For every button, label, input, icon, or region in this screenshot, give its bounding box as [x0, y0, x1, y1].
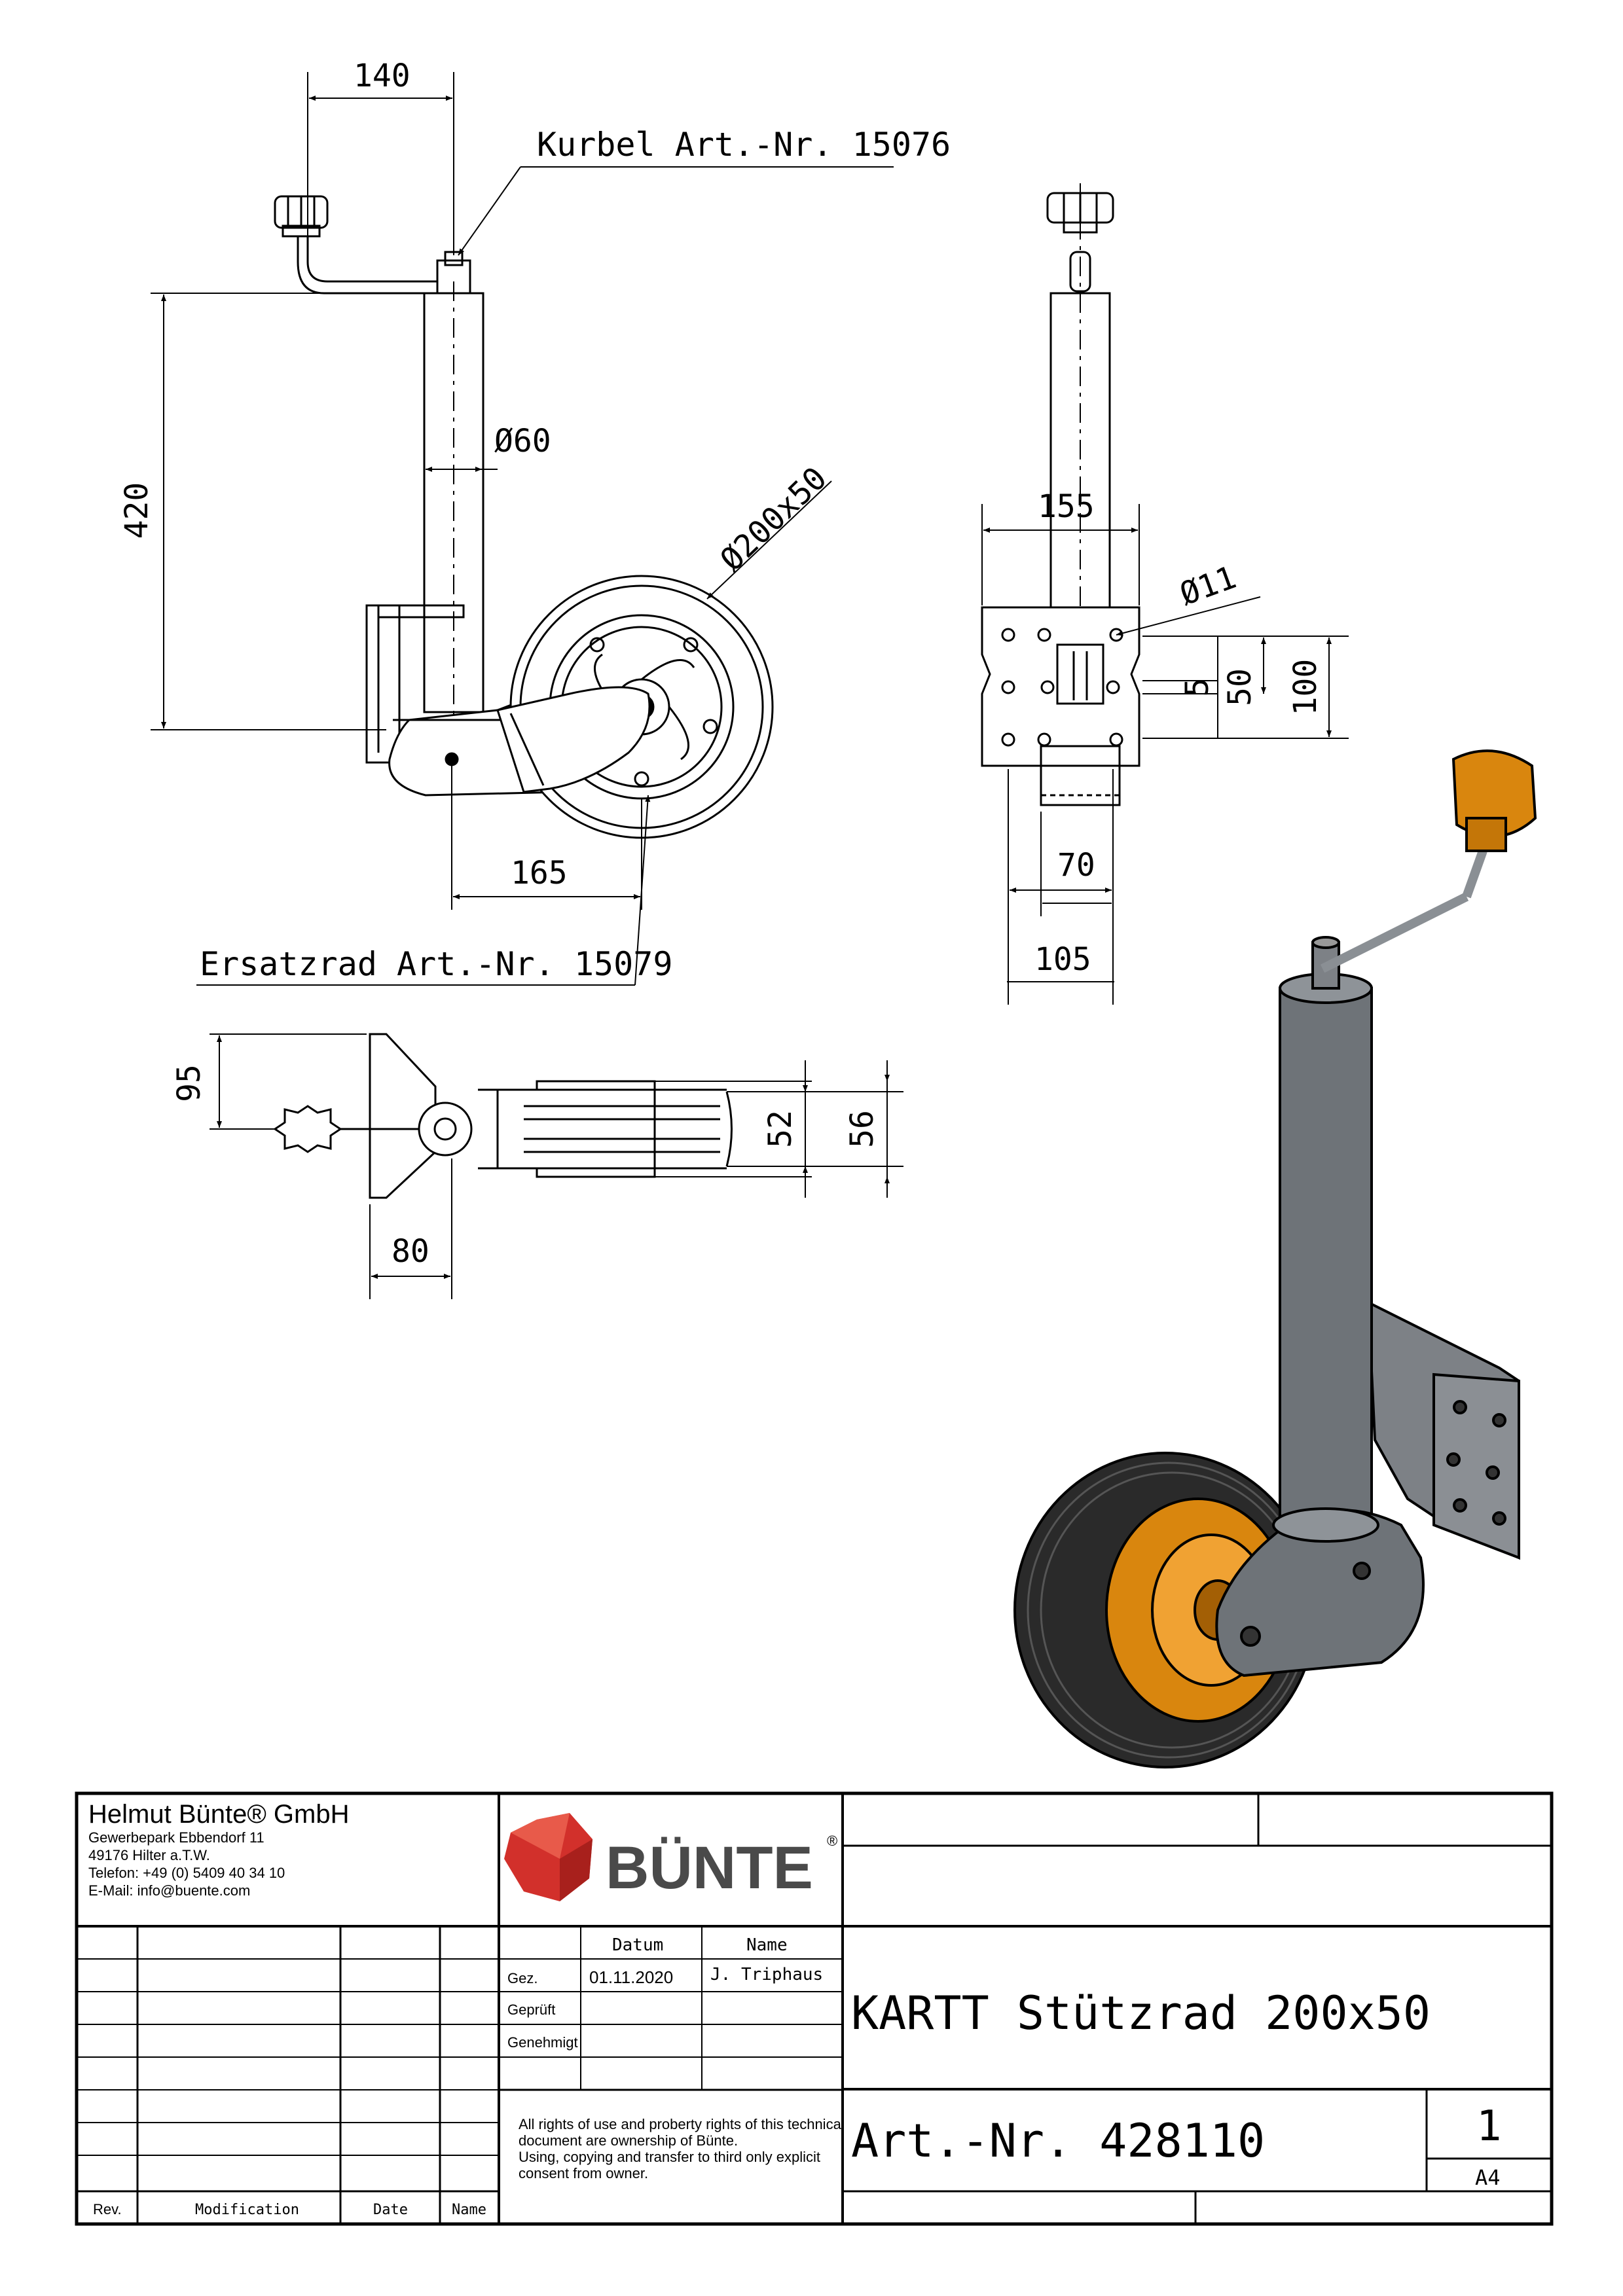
rights-line-4: consent from owner. — [519, 2165, 648, 2181]
dim-95: 95 — [171, 1064, 208, 1102]
logo-text: BÜNTE — [606, 1835, 813, 1901]
dim-420: 420 — [119, 482, 155, 539]
dim-105: 105 — [1034, 941, 1091, 978]
revision-labels: Rev. Modification Date Name — [93, 2201, 486, 2218]
kurbel-callout: Kurbel Art.-Nr. 15076 — [537, 126, 951, 164]
row-genehmigt: Genehmigt — [507, 2034, 578, 2051]
gez-name: J. Triphaus — [710, 1965, 823, 1984]
top-view-dim-text: 95 80 52 56 — [171, 1064, 881, 1270]
rights-line-3: Using, copying and transfer to third onl… — [519, 2149, 820, 2165]
dim-155: 155 — [1038, 488, 1095, 525]
front-view-dim-text: 155 Ø11 50 5 100 70 105 — [1034, 488, 1324, 978]
dim-70: 70 — [1057, 847, 1095, 884]
ersatzrad-callout: Ersatzrad Art.-Nr. 15079 — [200, 945, 672, 983]
approvals-table: Datum Name Gez. Geprüft Genehmigt 01.11.… — [507, 1935, 845, 2181]
dim-5: 5 — [1179, 678, 1216, 697]
address-phone: Telefon: +49 (0) 5409 40 34 10 — [88, 1865, 285, 1881]
side-view-dimensions — [151, 72, 894, 986]
dim-56: 56 — [844, 1110, 881, 1148]
top-view-dimensions — [210, 1033, 903, 1299]
rights-line-2: document are ownership of Bünte. — [519, 2132, 738, 2149]
dim-165: 165 — [511, 855, 568, 891]
dim-140: 140 — [354, 58, 410, 94]
dim-diameter-60: Ø60 — [494, 423, 551, 459]
logo-registered: ® — [827, 1833, 837, 1849]
date-label: Date — [373, 2202, 408, 2218]
dim-80: 80 — [392, 1233, 429, 1270]
isometric-render — [1013, 749, 1537, 1768]
sheet-number: 1 — [1476, 2102, 1502, 2151]
col-datum: Datum — [612, 1935, 663, 1955]
company-name: Helmut Bünte® GmbH — [88, 1800, 350, 1829]
company-info: Helmut Bünte® GmbH Gewerbepark Ebbendorf… — [88, 1800, 350, 1899]
side-view-dim-text: 140 420 Ø60 Ø200x50 165 Kurbel Art.-Nr. … — [119, 58, 951, 983]
front-view-dimensions — [981, 504, 1349, 1005]
row-gez: Gez. — [507, 1970, 538, 1986]
dim-100: 100 — [1287, 659, 1324, 716]
crank-knob — [274, 195, 329, 238]
address-email: E-Mail: info@buente.com — [88, 1882, 250, 1899]
modification-label: Modification — [195, 2202, 299, 2218]
dim-50: 50 — [1222, 668, 1258, 706]
title-block — [75, 1791, 1554, 2226]
front-view — [981, 183, 1140, 806]
rev-label: Rev. — [93, 2201, 122, 2217]
top-view — [273, 1033, 733, 1199]
dim-52: 52 — [762, 1110, 799, 1148]
col-name: Name — [746, 1935, 788, 1955]
row-geprueft: Geprüft — [507, 2001, 555, 2018]
address-line-2: 49176 Hilter a.T.W. — [88, 1847, 210, 1863]
dim-wheel-diameter: Ø200x50 — [713, 460, 833, 579]
paper-format: A4 — [1475, 2165, 1501, 2190]
address-line-1: Gewerbepark Ebbendorf 11 — [88, 1829, 264, 1846]
rights-line-1: All rights of use and proberty rights of… — [519, 2116, 845, 2132]
buente-logo: BÜNTE ® — [504, 1813, 837, 1901]
name-label: Name — [452, 2202, 486, 2218]
article-number: Art.-Nr. 428110 — [851, 2114, 1265, 2168]
gez-date: 01.11.2020 — [589, 1967, 673, 1987]
drawing-title: KARTT Stützrad 200x50 — [851, 1986, 1431, 2040]
